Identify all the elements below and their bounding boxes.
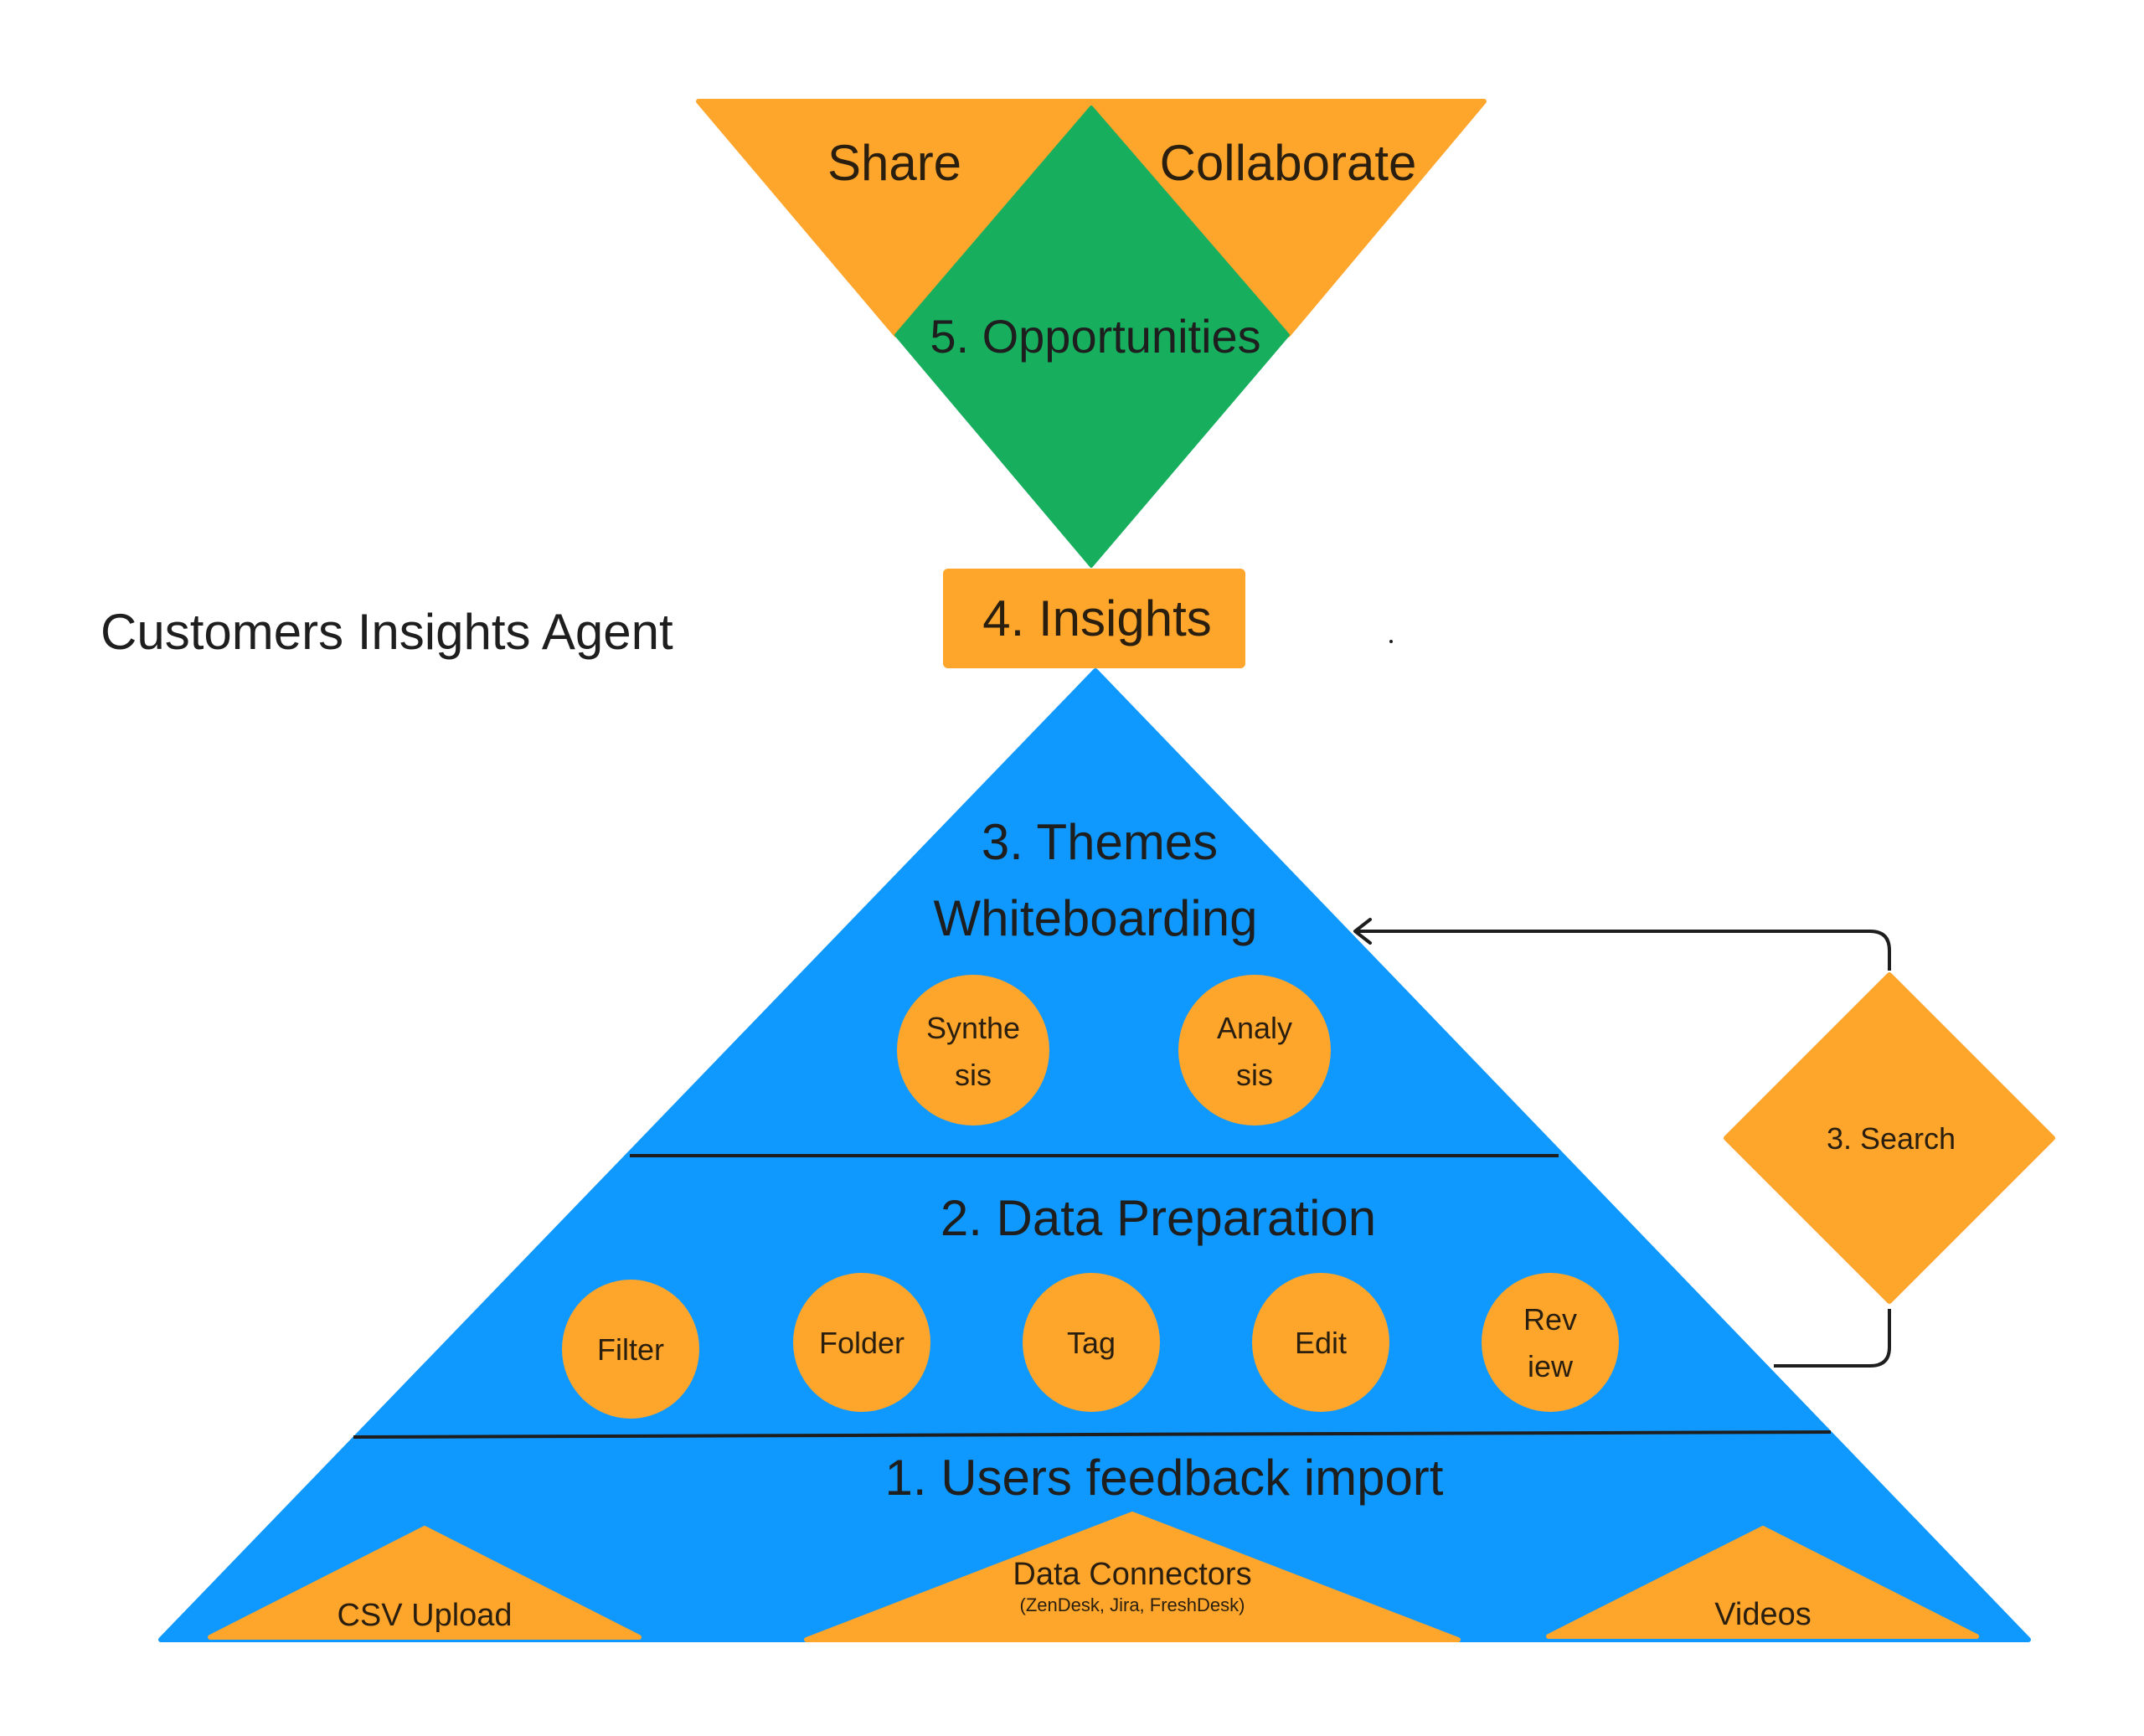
analysis-label-1: Analy [1217, 1011, 1292, 1045]
analysis-node[interactable]: Analy sis [1178, 975, 1331, 1126]
stray-dot [1389, 640, 1393, 643]
connector-to-themes[interactable] [1357, 930, 1891, 971]
tag-label: Tag [1067, 1326, 1116, 1360]
tier-users-feedback-import: 1. Users feedback import CSV Upload Data… [208, 1450, 1979, 1642]
share-segment[interactable] [696, 99, 1094, 337]
users-feedback-title: 1. Users feedback import [885, 1450, 1444, 1506]
tag-node[interactable]: Tag [1023, 1273, 1160, 1412]
diagram-title: Customers Insights Agent [100, 604, 673, 660]
tier-data-preparation: 2. Data Preparation Filter Folder Tag Ed… [562, 1190, 1619, 1419]
synthesis-label-2: sis [955, 1058, 992, 1092]
videos-label: Videos [1714, 1597, 1812, 1632]
insights-box[interactable]: 4. Insights [943, 569, 1245, 668]
folder-label: Folder [819, 1326, 904, 1360]
connector-from-prep[interactable] [1774, 1309, 1891, 1368]
opportunities-label: 5. Opportunities [930, 310, 1260, 363]
pyramid: 3. Themes Whiteboarding Synthe sis Analy… [158, 668, 2031, 1642]
collaborate-label: Collaborate [1160, 135, 1417, 191]
csv-upload-label: CSV Upload [337, 1598, 512, 1633]
tier-themes: 3. Themes Whiteboarding Synthe sis Analy… [897, 814, 1331, 1126]
share-label: Share [827, 135, 961, 191]
data-connectors-source[interactable]: Data Connectors (ZenDesk, Jira, FreshDes… [804, 1512, 1461, 1642]
data-connectors-sublabel: (ZenDesk, Jira, FreshDesk) [1020, 1594, 1245, 1615]
synthesis-node[interactable]: Synthe sis [897, 975, 1049, 1126]
opportunities-funnel: Share Collaborate 5. Opportunities [696, 99, 1487, 568]
csv-upload-source[interactable]: CSV Upload [208, 1526, 642, 1640]
data-connectors-label: Data Connectors [1013, 1557, 1251, 1592]
search-label: 3. Search [1827, 1121, 1956, 1156]
search-diamond[interactable]: 3. Search [1724, 972, 2055, 1304]
synthesis-label-1: Synthe [926, 1011, 1020, 1045]
opportunities-diamond[interactable] [894, 106, 1290, 568]
arrowhead-icon [1353, 918, 1372, 945]
themes-title: 3. Themes [982, 814, 1218, 870]
filter-label: Filter [597, 1332, 664, 1367]
search-loop: 3. Search [1353, 918, 2055, 1368]
edit-label: Edit [1295, 1326, 1347, 1360]
review-label-1: Rev [1523, 1302, 1577, 1337]
analysis-label-2: sis [1236, 1058, 1273, 1092]
collaborate-segment[interactable] [1089, 99, 1487, 337]
edit-node[interactable]: Edit [1252, 1273, 1389, 1412]
tier-divider-lower [353, 1430, 1832, 1439]
folder-node[interactable]: Folder [793, 1273, 930, 1412]
review-label-2: iew [1528, 1349, 1574, 1383]
filter-node[interactable]: Filter [562, 1280, 699, 1419]
insights-label: 4. Insights [982, 590, 1212, 646]
videos-source[interactable]: Videos [1546, 1526, 1979, 1639]
review-node[interactable]: Rev iew [1482, 1273, 1619, 1412]
data-preparation-title: 2. Data Preparation [941, 1190, 1376, 1246]
whiteboarding-title: Whiteboarding [934, 890, 1258, 946]
